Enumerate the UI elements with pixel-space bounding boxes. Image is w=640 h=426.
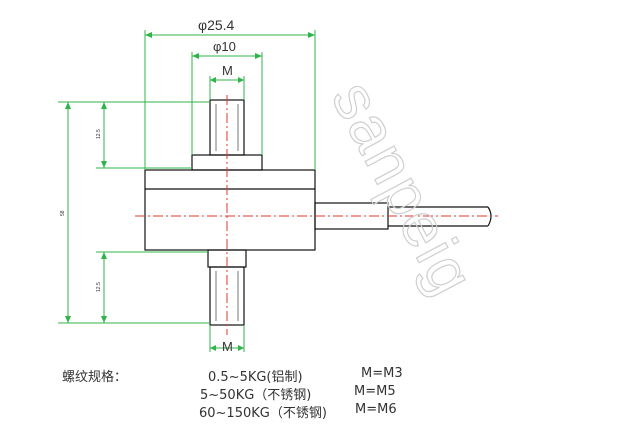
top-stud-height-label: 12.5	[96, 129, 102, 139]
bottom-thread-label: M	[222, 339, 233, 354]
top-thread-label: M	[222, 63, 233, 78]
dimension-lines	[58, 30, 316, 352]
spec-range-2: 5~50KG（不锈钢)	[200, 388, 312, 403]
outer-diameter-label: φ25.4	[198, 17, 235, 33]
thread-spec-label: 螺纹规格：	[62, 370, 128, 385]
spec-range-3: 60~150KG（不锈钢)	[199, 406, 327, 421]
inner-diameter-label: φ10	[213, 39, 236, 54]
spec-thread-2: M=M5	[354, 384, 396, 399]
thread-hatching	[215, 104, 239, 321]
total-height-label: 58	[60, 210, 66, 216]
load-cell-body	[144, 99, 492, 326]
dimension-arrows	[65, 32, 315, 351]
body-outline	[144, 169, 316, 251]
bottom-stud-height-label: 12.5	[96, 282, 102, 292]
spec-range-1: 0.5~5KG(铝制)	[208, 370, 303, 385]
spec-thread-3: M=M6	[355, 402, 397, 417]
centerlines	[135, 95, 498, 335]
spec-thread-1: M=M3	[361, 366, 403, 381]
